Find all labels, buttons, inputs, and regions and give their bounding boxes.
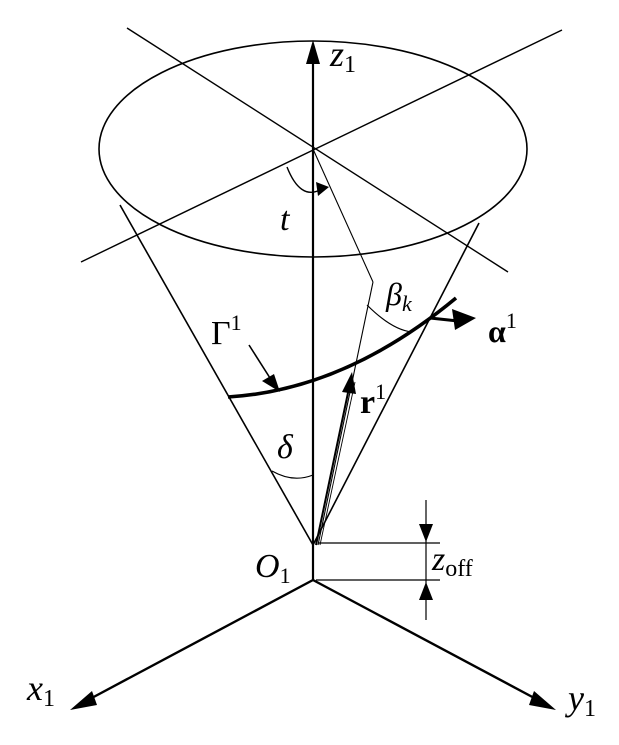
x-axis-label: x1 [26,668,55,712]
beta-angle-arc [366,304,413,333]
diameter-line-a [126,27,509,273]
r-label: r1 [360,379,386,421]
z-axis-label: z1 [329,34,356,78]
y-axis-line [312,578,539,702]
z-axis-arrowhead [306,40,320,64]
gamma-pointer-arrowhead [262,374,280,392]
t-label: t [280,201,291,238]
construction-line-center [312,148,374,283]
x-axis-line [87,578,314,702]
zoff-bottom-arrowhead [419,582,433,600]
alpha-label: α1 [488,308,517,349]
y-axis-arrowhead [529,691,556,710]
cone-right-generator [312,222,480,546]
r-vector-arrowhead [342,372,356,394]
diameter-line-b [80,29,563,263]
cone-left-generator [119,204,314,546]
t-angle-arrowhead [316,182,329,196]
alpha-vector-arrowhead [452,309,476,330]
beta-label: βk [385,276,413,316]
zoff-label: zoff [431,541,473,582]
gamma-pointer-line [248,344,271,379]
origin-label: O1 [255,548,291,588]
x-axis-arrowhead [70,691,97,710]
gamma-curve [227,296,458,399]
alpha-vector-line [429,316,459,323]
delta-label: δ [277,429,294,466]
r-vector-thin-line [319,381,356,546]
construction-line-generator [317,281,374,546]
r-vector-line [315,387,350,546]
y-axis-label: y1 [565,678,596,722]
t-angle-arc [286,166,321,194]
delta-angle-arc [271,470,314,479]
zoff-top-arrowhead [419,524,433,542]
gamma-label: Γ1 [211,310,242,352]
